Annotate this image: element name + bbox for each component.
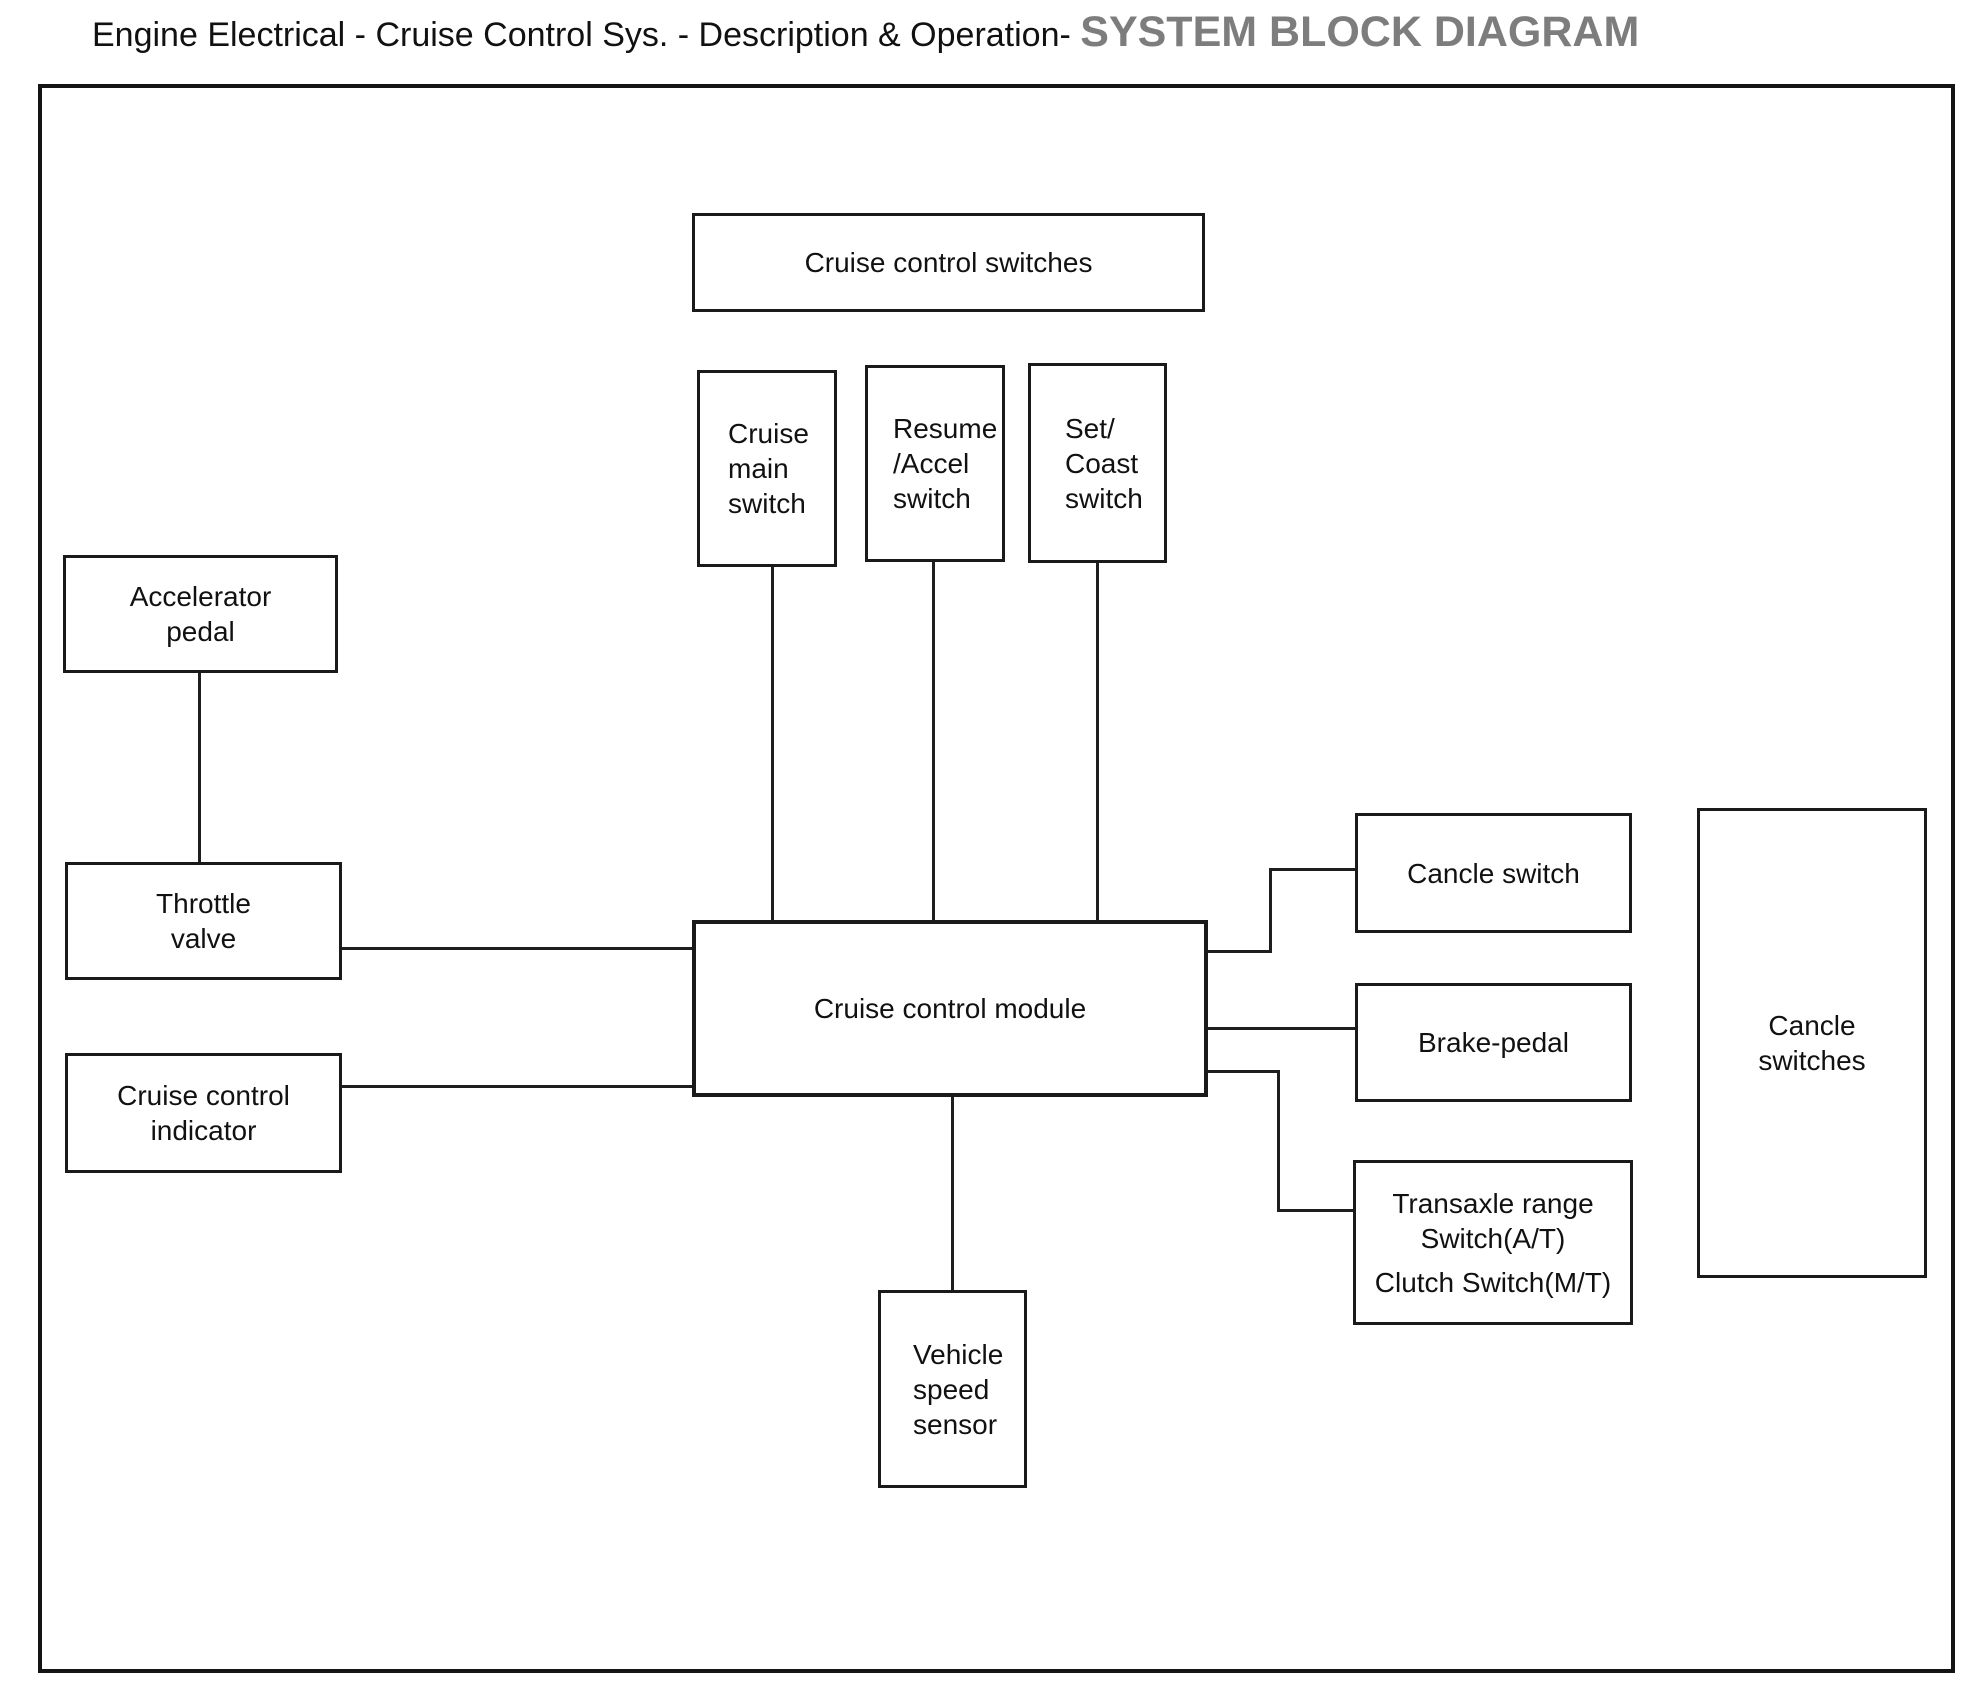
node-cruise-control-indicator-label: Cruise control indicator [117, 1080, 290, 1146]
node-cancle-switches: Cancle switches [1697, 808, 1927, 1278]
connector-module-to-transaxle-seg1 [1208, 1070, 1280, 1073]
node-throttle-valve: Throttle valve [65, 862, 342, 980]
node-cancle-switches-label: Cancle switches [1758, 1010, 1866, 1076]
connector-cruise-main-to-module [771, 567, 774, 920]
connector-module-to-transaxle-seg3 [1277, 1209, 1353, 1212]
node-set-coast-switch: Set/ Coast switch [1028, 363, 1167, 563]
node-clutch-switch-label: Clutch Switch(M/T) [1374, 1266, 1612, 1298]
connector-module-to-brake-pedal [1208, 1027, 1355, 1030]
connector-module-to-transaxle-seg2 [1277, 1070, 1280, 1212]
node-accelerator-pedal-label: Accelerator pedal [129, 581, 272, 647]
connector-module-to-speed-sensor [951, 1097, 954, 1290]
node-cruise-control-module-label: Cruise control module [813, 993, 1087, 1024]
node-set-coast-switch-label: Set/ Coast switch [1065, 412, 1143, 514]
connector-module-to-cancle-switch-seg1 [1208, 950, 1272, 953]
node-cruise-main-switch-label: Cruise main switch [728, 418, 809, 519]
connector-throttle-to-module [342, 947, 692, 950]
node-cruise-control-indicator: Cruise control indicator [65, 1053, 342, 1173]
node-cancle-switch-label: Cancle switch [1407, 857, 1580, 889]
node-transaxle-range-switch-label: Transaxle range Switch(A/T) [1392, 1187, 1594, 1254]
page-title: Engine Electrical - Cruise Control Sys. … [92, 8, 1639, 57]
node-resume-accel-switch: Resume /Accel switch [865, 365, 1005, 562]
node-resume-accel-switch-label: Resume /Accel switch [893, 413, 998, 514]
node-throttle-valve-label: Throttle valve [156, 888, 251, 954]
node-transaxle-range-clutch-switch: Transaxle range Switch(A/T) Clutch Switc… [1353, 1160, 1633, 1325]
connector-accelerator-to-throttle [198, 673, 201, 862]
node-cruise-control-switches-label: Cruise control switches [804, 247, 1093, 278]
node-cancle-switch: Cancle switch [1355, 813, 1632, 933]
page-title-emphasis: SYSTEM BLOCK DIAGRAM [1080, 8, 1640, 56]
node-vehicle-speed-sensor: Vehicle speed sensor [878, 1290, 1027, 1488]
connector-set-coast-to-module [1096, 563, 1099, 920]
connector-module-to-cancle-switch-seg2 [1269, 868, 1272, 953]
node-cruise-main-switch: Cruise main switch [697, 370, 837, 567]
page-title-text: Engine Electrical - Cruise Control Sys. … [92, 16, 1081, 54]
node-accelerator-pedal: Accelerator pedal [63, 555, 338, 673]
connector-module-to-cancle-switch-seg3 [1269, 868, 1355, 871]
node-cruise-control-module: Cruise control module [692, 920, 1208, 1097]
connector-resume-accel-to-module [932, 562, 935, 920]
node-cruise-control-switches: Cruise control switches [692, 213, 1205, 312]
diagram-border [38, 84, 1955, 1673]
node-brake-pedal: Brake-pedal [1355, 983, 1632, 1102]
node-brake-pedal-label: Brake-pedal [1418, 1027, 1569, 1058]
node-vehicle-speed-sensor-label: Vehicle speed sensor [913, 1338, 1004, 1440]
connector-indicator-to-module [342, 1085, 692, 1088]
